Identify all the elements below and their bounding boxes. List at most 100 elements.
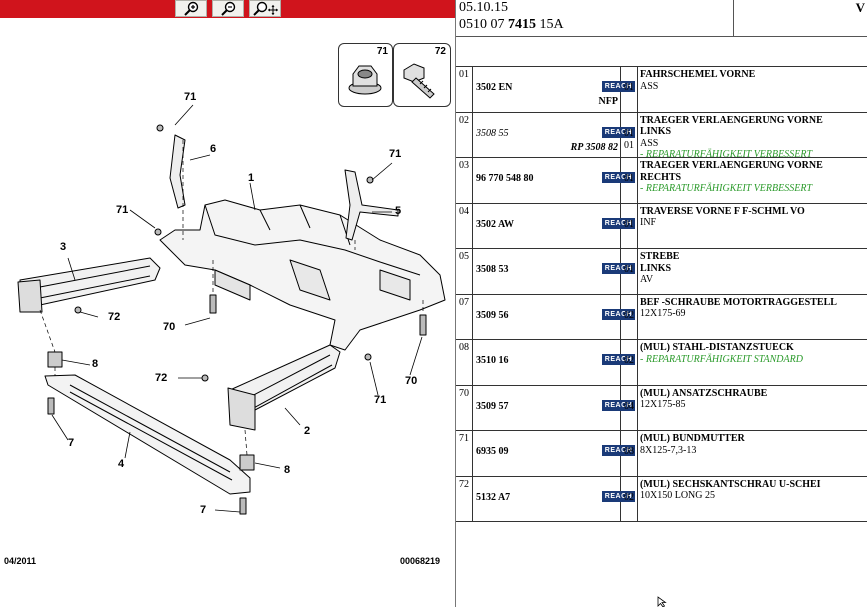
row-index: 72 xyxy=(456,476,473,521)
subframe-drawing xyxy=(17,104,446,515)
callout-1: 1 xyxy=(248,172,255,184)
quantity: 01 xyxy=(624,82,634,93)
callout-8: 8 xyxy=(92,358,99,370)
reach-badge: REACH xyxy=(602,399,635,411)
quantity: 01 xyxy=(624,264,634,275)
description-title: FAHRSCHEMEL VORNE xyxy=(640,69,756,80)
header-rule xyxy=(456,36,867,37)
bolt-7-left xyxy=(47,397,55,415)
ref-bold: 7415 xyxy=(508,17,536,32)
row-index: 01 xyxy=(456,67,473,112)
legend-number: 71 xyxy=(376,46,388,57)
nut-71-d xyxy=(364,353,372,361)
bolt-70-right xyxy=(419,314,427,336)
row-reference-cell: 3502 AW REACH xyxy=(473,203,635,248)
row-quantity-cell: 01 xyxy=(621,249,638,294)
row-quantity-cell: 02 xyxy=(621,476,638,521)
zoom-fit-button[interactable] xyxy=(249,0,281,17)
row-quantity-cell: 04 xyxy=(621,385,638,430)
spacer-left xyxy=(47,351,63,368)
description-title: (MUL) ANSATZSCHRAUBE xyxy=(640,387,768,399)
spacer-right xyxy=(239,454,255,471)
magnifier-minus-icon xyxy=(221,1,236,16)
pane-divider[interactable] xyxy=(455,0,456,607)
part-reference[interactable]: 3508 55 xyxy=(476,127,509,139)
reach-badge: REACH xyxy=(602,354,635,365)
magnifier-move-icon xyxy=(253,1,278,16)
row-quantity-cell: 01 xyxy=(621,158,638,203)
row-quantity-cell: 02 xyxy=(621,294,638,339)
row-quantity-cell: 02 xyxy=(621,340,638,385)
nut-71-c xyxy=(154,228,162,236)
callout-71: 71 xyxy=(389,148,402,160)
quantity: 02 xyxy=(624,309,634,321)
description-title: RECHTS xyxy=(640,171,682,183)
part-reference[interactable]: 3510 16 xyxy=(476,355,509,366)
repair-note: - REPARATURFÄHIGKEIT VERBESSERT xyxy=(640,183,813,194)
catalog-date: 05.10.15 xyxy=(459,0,508,15)
row-index: 71 xyxy=(456,431,473,476)
part-reference[interactable]: 6935 09 xyxy=(476,446,509,457)
reach-badge: REACH xyxy=(602,172,635,183)
quantity: 02 xyxy=(624,355,634,366)
description-detail: INF xyxy=(640,217,657,228)
ref-prefix: 0510 07 xyxy=(459,17,508,32)
reach-badge: REACH xyxy=(602,263,635,274)
row-quantity-cell: 01 xyxy=(621,67,638,112)
row-reference-cell: 96 770 548 80 REACH xyxy=(473,158,635,203)
part-reference[interactable]: 5132 A7 xyxy=(476,491,511,503)
row-description-cell: (MUL) STAHL-DISTANZSTUECK- REPARATURFÄHI… xyxy=(639,340,867,385)
row-quantity-cell: 08 xyxy=(621,431,638,476)
callout-3: 3 xyxy=(60,241,67,253)
callout-5: 5 xyxy=(395,205,402,217)
callout-71: 71 xyxy=(374,394,387,406)
callout-4: 4 xyxy=(118,458,125,470)
zoom-out-button[interactable] xyxy=(212,0,244,17)
part-reference[interactable]: 3509 57 xyxy=(476,400,509,412)
part-reference[interactable]: 3502 EN xyxy=(476,82,513,93)
part-reference[interactable]: 3502 AW xyxy=(476,218,515,230)
row-index: 07 xyxy=(456,294,473,339)
diagram-toolbar xyxy=(0,0,455,18)
part-reference[interactable]: 3509 56 xyxy=(476,309,509,321)
bolt-72-a xyxy=(74,306,82,314)
mouse-cursor-icon xyxy=(657,596,667,607)
callout-71: 71 xyxy=(116,204,129,216)
description-title: BEF -SCHRAUBE MOTORTRAGGESTELL xyxy=(640,296,837,308)
diagram-pane: 71 72 71 6 1 71 5 71 3 72 70 8 72 70 71 xyxy=(0,0,455,566)
description-title: TRAEGER VERLAENGERUNG VORNE xyxy=(640,160,823,171)
row-reference-cell: 3510 16 REACH xyxy=(473,340,635,385)
zoom-in-button[interactable] xyxy=(175,0,207,17)
repair-note: - REPARATURFÄHIGKEIT VERBESSERT xyxy=(640,149,813,160)
reach-badge: REACH xyxy=(602,217,635,229)
row-reference-cell: 5132 A7 REACH xyxy=(473,476,635,521)
part-reference[interactable]: 3508 53 xyxy=(476,264,509,275)
description-title: LINKS xyxy=(640,126,672,137)
replacement-reference: NFP xyxy=(598,96,618,107)
description-title: TRAEGER VERLAENGERUNG VORNE xyxy=(640,114,823,126)
part-reference[interactable]: 96 770 548 80 xyxy=(476,173,534,184)
reach-badge: REACH xyxy=(602,126,635,138)
reach-badge: REACH xyxy=(602,490,635,502)
quantity: 01 xyxy=(624,139,634,151)
legend-nut: 71 xyxy=(338,43,393,107)
legend-bolt: 72 xyxy=(393,43,451,107)
